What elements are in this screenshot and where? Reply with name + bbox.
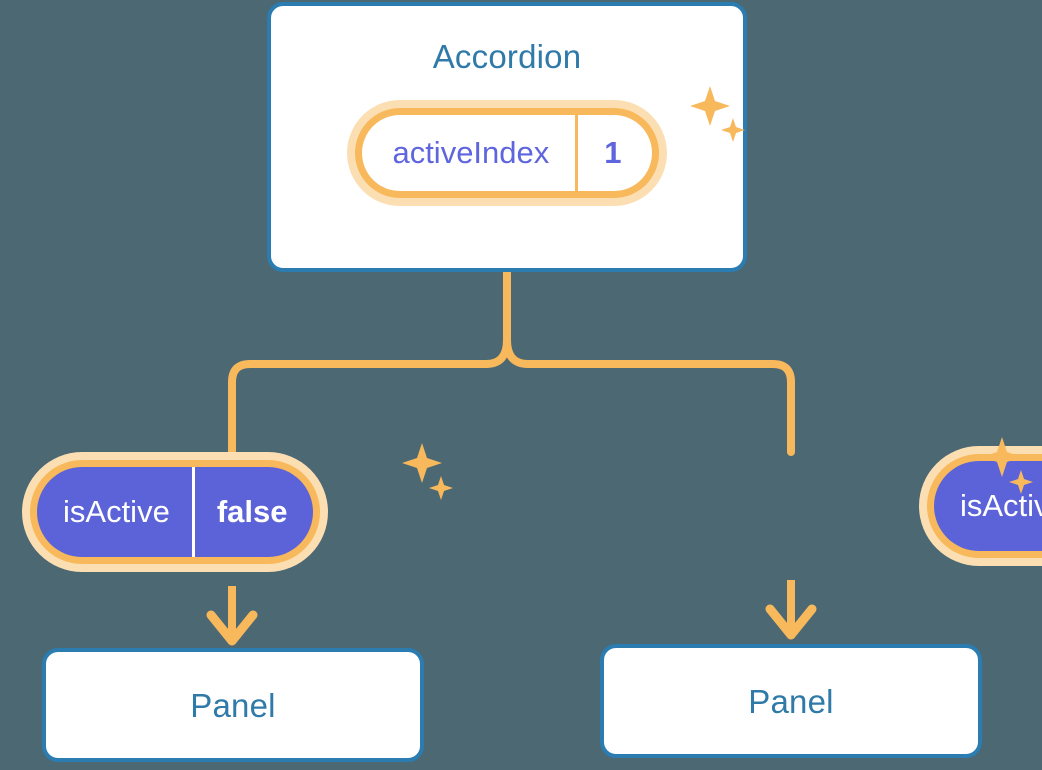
panel-title-left: Panel	[190, 686, 276, 724]
state-pill-value: 1	[575, 115, 651, 191]
prop-pill-body-right: isActive true	[933, 461, 1042, 551]
prop-pill-key-right: isActive	[959, 488, 1042, 523]
prop-pill-value-left: false	[191, 467, 314, 557]
state-pill-ring: activeIndex 1	[355, 108, 659, 198]
arrow-head-right	[765, 604, 817, 640]
component-card-accordion[interactable]: Accordion activeIndex 1	[267, 2, 747, 272]
prop-pill-isactive-true[interactable]: isActive true	[918, 446, 1042, 566]
arrow-head-left	[206, 610, 258, 646]
prop-pill-isactive-false[interactable]: isActive false	[22, 452, 329, 572]
prop-pill-ring-left: isActive false	[30, 460, 321, 564]
component-card-panel-right[interactable]: Panel	[600, 644, 982, 758]
connector-root-to-left	[228, 266, 511, 456]
page-title: Accordion	[432, 38, 582, 75]
panel-title-right: Panel	[748, 682, 834, 720]
state-pill-activeindex[interactable]: activeIndex 1	[347, 100, 667, 206]
state-pill-body: activeIndex 1	[362, 115, 652, 191]
prop-pill-body-left: isActive false	[37, 467, 314, 557]
prop-pill-ring-right: isActive true	[926, 454, 1042, 558]
state-pill-key: activeIndex	[392, 135, 550, 170]
component-card-panel-left[interactable]: Panel	[42, 648, 424, 762]
connector-root-to-right	[503, 266, 795, 456]
prop-pill-key-left: isActive	[63, 494, 170, 529]
